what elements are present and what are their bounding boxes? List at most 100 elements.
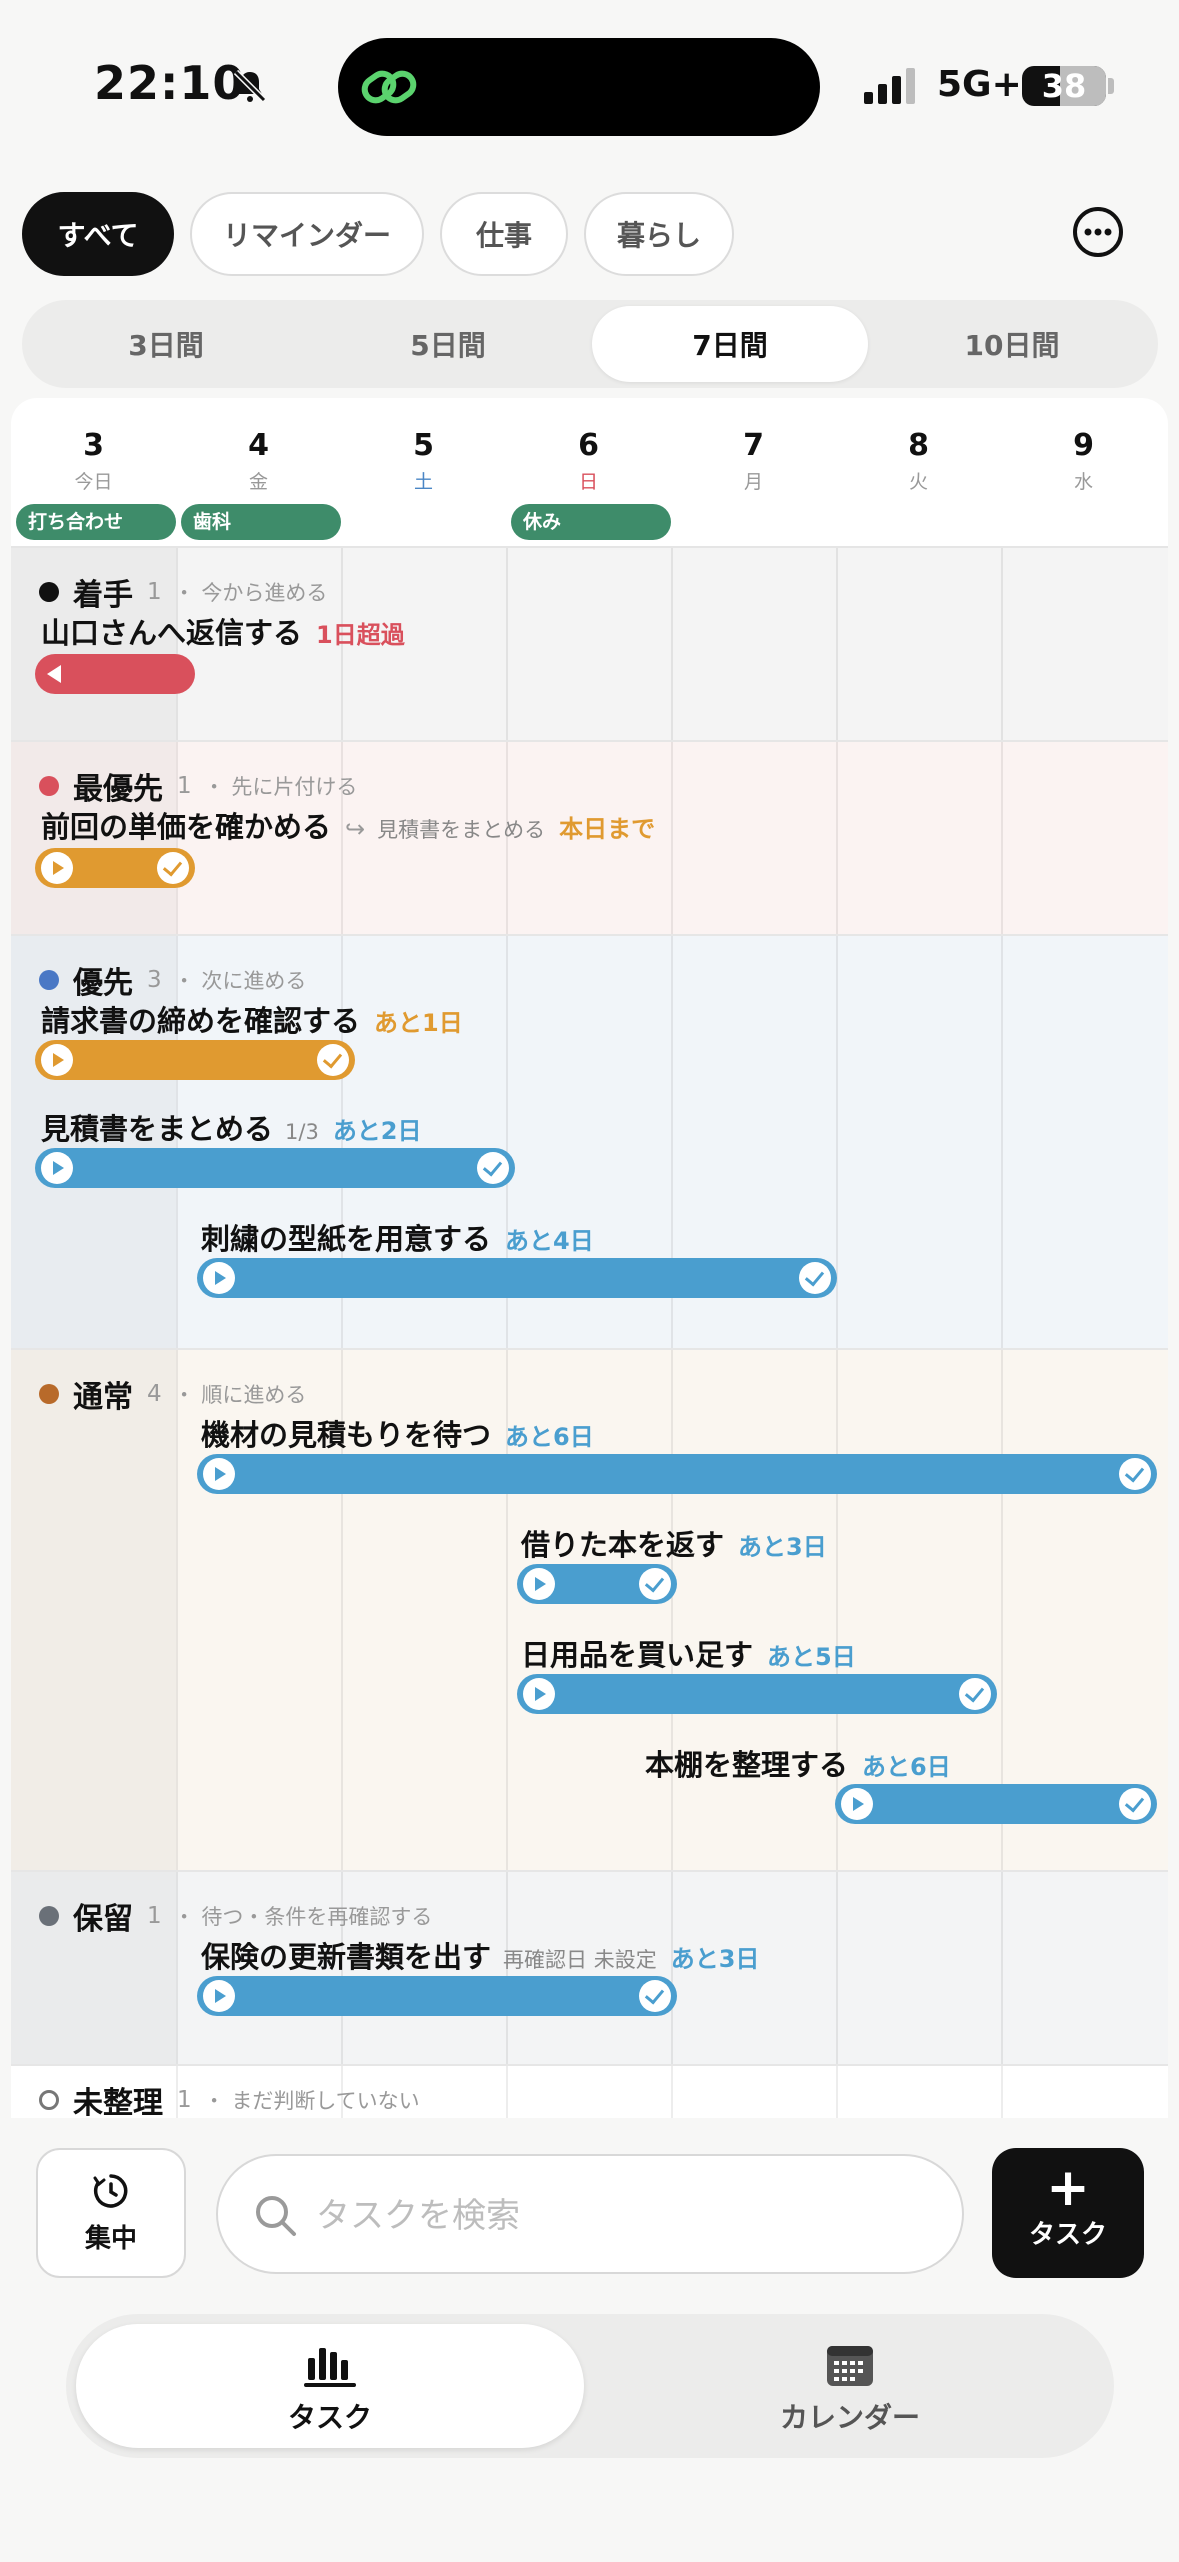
- more-options-icon[interactable]: [1072, 206, 1124, 258]
- tab-calendar[interactable]: カレンダー: [596, 2324, 1104, 2448]
- day-header[interactable]: 3 今日: [11, 428, 176, 494]
- complete-icon[interactable]: [317, 1044, 349, 1076]
- section-name: 保留: [73, 1902, 133, 1937]
- task-bar[interactable]: [35, 1040, 355, 1080]
- complete-icon[interactable]: [799, 1262, 831, 1294]
- filter-reminder[interactable]: リマインダー: [190, 192, 424, 276]
- section-name: 通常: [73, 1380, 133, 1415]
- search-bar[interactable]: [216, 2154, 964, 2274]
- section-count: 1: [147, 579, 162, 605]
- filter-all[interactable]: すべて: [22, 192, 174, 276]
- task-bar[interactable]: [197, 1454, 1157, 1494]
- task-label[interactable]: 刺繍の型紙を用意する あと4日: [201, 1216, 594, 1258]
- complete-icon[interactable]: [1119, 1458, 1151, 1490]
- task-title: 本棚を整理する: [645, 1748, 849, 1782]
- complete-icon[interactable]: [959, 1678, 991, 1710]
- section-description: ・ 順に進める: [173, 1383, 307, 1407]
- section-description: ・ 次に進める: [173, 969, 307, 993]
- section-normal: 通常 4 ・ 順に進める 機材の見積もりを待つ あと6日 借りた本を返す あと3…: [11, 1350, 1168, 1872]
- task-due: 1日超過: [316, 621, 405, 649]
- tab-tasks[interactable]: タスク: [76, 2324, 584, 2448]
- event-dentist[interactable]: 歯科: [181, 504, 341, 540]
- task-label[interactable]: 日用品を買い足す あと5日: [521, 1632, 856, 1674]
- network-label: 5G+: [937, 64, 1022, 105]
- range-7-days[interactable]: 7日間: [592, 306, 868, 382]
- filter-life[interactable]: 暮らし: [584, 192, 734, 276]
- start-icon[interactable]: [41, 1044, 73, 1076]
- range-10-days[interactable]: 10日間: [964, 329, 1060, 362]
- task-label[interactable]: 見積書をまとめる 1/3 あと2日: [41, 1106, 422, 1148]
- task-bar-overdue[interactable]: [35, 654, 195, 694]
- task-bar[interactable]: [35, 848, 195, 888]
- start-icon[interactable]: [523, 1678, 555, 1710]
- complete-icon[interactable]: [1119, 1788, 1151, 1820]
- calendar-icon: [827, 2346, 873, 2386]
- search-input[interactable]: [316, 2186, 916, 2246]
- start-icon[interactable]: [203, 1980, 235, 2012]
- task-label[interactable]: 機材の見積もりを待つ あと6日: [201, 1412, 594, 1454]
- day-header[interactable]: 4 金: [176, 428, 341, 494]
- day-header[interactable]: 8 火: [836, 428, 1001, 494]
- section-name: 着手: [73, 578, 133, 613]
- day-number: 7: [743, 428, 764, 463]
- start-icon[interactable]: [841, 1788, 873, 1820]
- section-description: ・ 先に片付ける: [203, 775, 358, 799]
- complete-icon[interactable]: [639, 1568, 671, 1600]
- add-task-label: タスク: [1028, 2220, 1107, 2250]
- focus-button[interactable]: 集中: [36, 2148, 186, 2278]
- day-weekday: 金: [248, 471, 268, 493]
- task-bar[interactable]: [517, 1674, 997, 1714]
- task-bar[interactable]: [197, 1258, 837, 1298]
- task-label[interactable]: 保険の更新書類を出す 再確認日 未設定 あと3日: [201, 1934, 759, 1976]
- day-header[interactable]: 6 日: [506, 428, 671, 494]
- start-icon[interactable]: [203, 1458, 235, 1490]
- section-header: 保留 1 ・ 待つ・条件を再確認する: [39, 1894, 432, 1938]
- complete-icon[interactable]: [157, 852, 189, 884]
- link-icon: [361, 70, 417, 104]
- event-meeting[interactable]: 打ち合わせ: [16, 504, 176, 540]
- section-dot: [39, 582, 59, 602]
- complete-icon[interactable]: [477, 1152, 509, 1184]
- complete-icon[interactable]: [639, 1980, 671, 2012]
- day-header[interactable]: 7 月: [671, 428, 836, 494]
- day-weekday: 今日: [74, 471, 113, 493]
- task-label[interactable]: 請求書の締めを確認する あと1日: [41, 998, 463, 1040]
- start-icon[interactable]: [41, 852, 73, 884]
- overdue-arrow-icon: [47, 665, 61, 683]
- day-header[interactable]: 5 土: [341, 428, 506, 494]
- task-due: あと6日: [862, 1753, 951, 1781]
- section-dot: [39, 776, 59, 796]
- day-number: 8: [908, 428, 929, 463]
- task-bar[interactable]: [35, 1148, 515, 1188]
- section-top-priority: 最優先 1 ・ 先に片付ける 前回の単価を確かめる ↪ 見積書をまとめる 本日ま…: [11, 742, 1168, 936]
- task-bar[interactable]: [197, 1976, 677, 2016]
- task-label[interactable]: 借りた本を返す あと3日: [521, 1522, 827, 1564]
- focus-label: 集中: [84, 2224, 137, 2254]
- section-dot: [39, 1384, 59, 1404]
- task-title: 見積書をまとめる: [41, 1112, 274, 1146]
- start-icon[interactable]: [523, 1568, 555, 1600]
- search-icon: [256, 2196, 296, 2236]
- task-due: あと1日: [374, 1009, 463, 1037]
- section-dot: [39, 970, 59, 990]
- event-holiday[interactable]: 休み: [511, 504, 671, 540]
- section-description: ・ まだ判断していない: [203, 2089, 420, 2113]
- task-bar[interactable]: [835, 1784, 1157, 1824]
- task-label[interactable]: 前回の単価を確かめる ↪ 見積書をまとめる 本日まで: [41, 804, 655, 846]
- tab-bar: タスク カレンダー: [66, 2314, 1114, 2458]
- start-icon[interactable]: [41, 1152, 73, 1184]
- add-task-button[interactable]: + タスク: [992, 2148, 1144, 2278]
- bar-chart-icon: [304, 2348, 356, 2387]
- start-icon[interactable]: [203, 1262, 235, 1294]
- filter-work[interactable]: 仕事: [440, 192, 568, 276]
- task-title: 借りた本を返す: [521, 1528, 725, 1562]
- task-label[interactable]: 山口さんへ返信する 1日超過: [41, 610, 405, 652]
- task-label[interactable]: 本棚を整理する あと6日: [645, 1742, 951, 1784]
- task-due: 本日まで: [559, 815, 656, 843]
- range-5-days[interactable]: 5日間: [410, 329, 486, 362]
- day-weekday: 土: [413, 471, 433, 493]
- range-3-days[interactable]: 3日間: [128, 329, 204, 362]
- day-header[interactable]: 9 水: [1001, 428, 1166, 494]
- task-title: 日用品を買い足す: [521, 1638, 754, 1672]
- task-bar[interactable]: [517, 1564, 677, 1604]
